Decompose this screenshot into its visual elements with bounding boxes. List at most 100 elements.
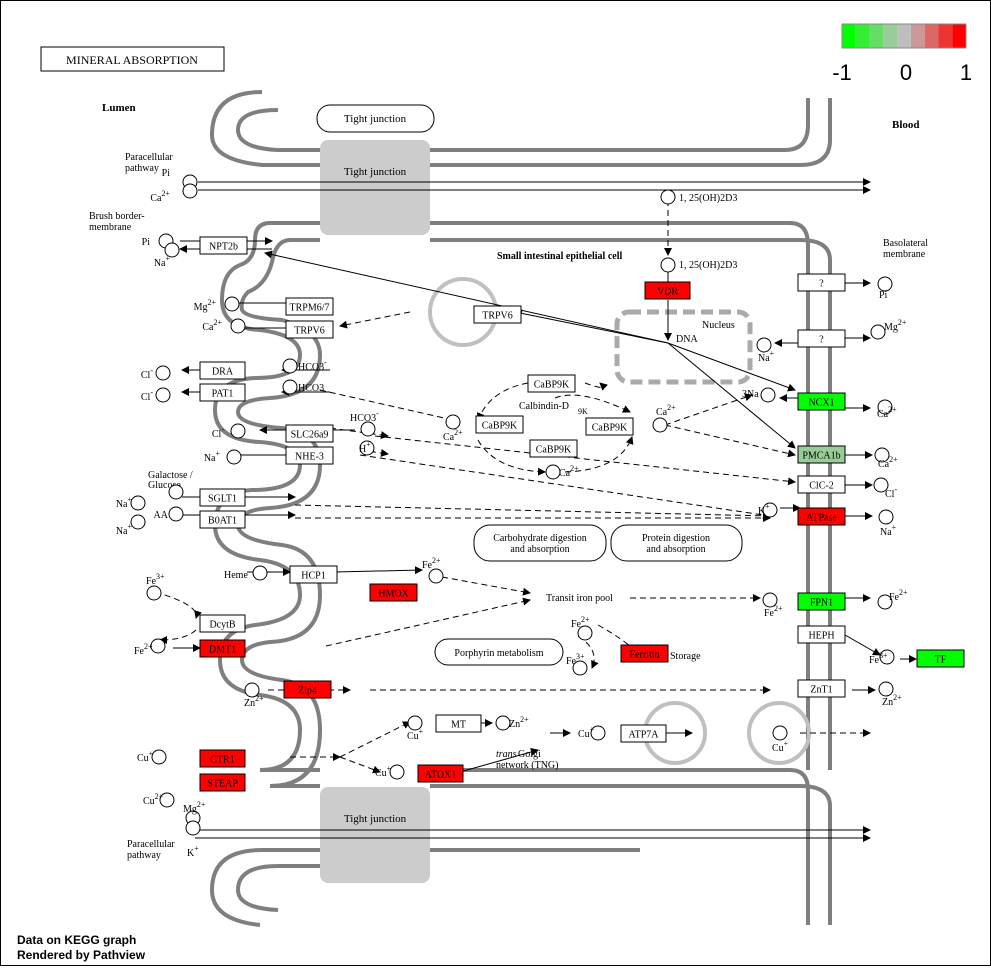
compound-circle[interactable] bbox=[660, 189, 676, 205]
compound-circle[interactable] bbox=[652, 417, 668, 433]
gene-node-dcytb[interactable] bbox=[199, 614, 246, 633]
compound-circle[interactable] bbox=[762, 592, 778, 608]
gene-node-q1[interactable] bbox=[797, 273, 846, 292]
gene-label-clc2: ClC-2 bbox=[809, 481, 833, 492]
compound-circle[interactable] bbox=[146, 585, 162, 601]
gene-node-atp7a[interactable] bbox=[620, 724, 667, 743]
gene-node-heph[interactable] bbox=[797, 625, 846, 644]
compound-circle[interactable] bbox=[545, 464, 561, 480]
gene-node-mt[interactable] bbox=[435, 714, 482, 733]
gene-node-hcp1[interactable] bbox=[289, 565, 338, 584]
compound-circle[interactable] bbox=[870, 324, 886, 340]
compound-circle[interactable] bbox=[495, 715, 511, 731]
gene-node-npt2b[interactable] bbox=[199, 236, 248, 255]
compound-circle[interactable] bbox=[252, 565, 268, 581]
compound-circle[interactable] bbox=[230, 318, 246, 334]
compound-circle[interactable] bbox=[772, 725, 788, 741]
tight-junction-top-block bbox=[320, 140, 430, 235]
compound-circle[interactable] bbox=[389, 764, 405, 780]
compound-circle[interactable] bbox=[182, 183, 198, 199]
vitd-label-1: 1, 25(OH)2D3 bbox=[679, 193, 737, 204]
gene-node-ferritin[interactable] bbox=[620, 644, 669, 663]
gene-node-atox1[interactable] bbox=[417, 764, 464, 783]
edge bbox=[667, 342, 796, 392]
gene-node-trpm67[interactable] bbox=[285, 297, 334, 316]
gene-node-tf[interactable] bbox=[916, 649, 965, 668]
compound-circle[interactable] bbox=[874, 447, 890, 463]
edge bbox=[339, 311, 411, 329]
compound-circle[interactable] bbox=[877, 594, 893, 610]
compound-circle[interactable] bbox=[572, 660, 588, 676]
compound-circle[interactable] bbox=[428, 568, 444, 584]
gene-node-dra[interactable] bbox=[199, 361, 246, 380]
gene-node-cabp9k2[interactable] bbox=[475, 415, 524, 434]
compound-label: HCO3 bbox=[298, 383, 324, 394]
compound-circle[interactable] bbox=[168, 506, 184, 522]
compound-circle[interactable] bbox=[155, 365, 171, 381]
compound-circle[interactable] bbox=[155, 387, 171, 403]
compound-circle[interactable] bbox=[590, 725, 606, 741]
compound-circle[interactable] bbox=[130, 514, 146, 530]
gene-node-zip4[interactable] bbox=[283, 680, 332, 699]
compound-circle[interactable] bbox=[878, 681, 894, 697]
gene-node-cabp9k4[interactable] bbox=[585, 417, 634, 436]
gene-node-clc2[interactable] bbox=[797, 475, 846, 494]
gene-node-pat1[interactable] bbox=[199, 383, 246, 402]
compound-circle[interactable] bbox=[151, 749, 167, 765]
gene-node-b0at1[interactable] bbox=[199, 510, 246, 529]
porphyrin-map-link[interactable] bbox=[434, 638, 564, 666]
gene-node-trpv6a[interactable] bbox=[285, 320, 334, 339]
dna-label: DNA bbox=[676, 334, 698, 345]
compound-circle[interactable] bbox=[360, 421, 376, 437]
gene-node-slc26a9[interactable] bbox=[285, 424, 334, 443]
compound-circle[interactable] bbox=[762, 502, 778, 518]
compound-circle[interactable] bbox=[168, 484, 184, 500]
gene-node-nhe3[interactable] bbox=[285, 446, 334, 465]
gene-node-pmca1b[interactable] bbox=[797, 445, 846, 464]
compound-circle[interactable] bbox=[130, 495, 146, 511]
gene-label-tf: TF bbox=[935, 655, 947, 666]
legend-swatch bbox=[842, 24, 856, 48]
compound-label: Na+ bbox=[204, 449, 221, 464]
compound-circle[interactable] bbox=[359, 440, 375, 456]
gene-node-fpn1[interactable] bbox=[797, 592, 846, 611]
gene-node-ncx1[interactable] bbox=[797, 392, 846, 411]
compound-circle[interactable] bbox=[877, 276, 893, 292]
compound-circle[interactable] bbox=[873, 477, 889, 493]
compound-circle[interactable] bbox=[407, 715, 423, 731]
compound-circle[interactable] bbox=[879, 649, 895, 665]
gene-node-znt1[interactable] bbox=[797, 679, 846, 698]
gene-node-vdr[interactable] bbox=[644, 281, 691, 300]
compound-circle[interactable] bbox=[150, 638, 166, 654]
compound-circle[interactable] bbox=[660, 257, 676, 273]
compound-circle[interactable] bbox=[224, 296, 240, 312]
protein-map-link[interactable] bbox=[610, 524, 743, 562]
gene-node-atpase[interactable] bbox=[797, 507, 846, 526]
compound-circle[interactable] bbox=[185, 820, 201, 836]
gene-node-cabp9k1[interactable] bbox=[527, 374, 576, 393]
gene-node-hmox[interactable] bbox=[369, 583, 418, 602]
compound-circle[interactable] bbox=[159, 792, 175, 808]
gene-node-cabp9k3[interactable] bbox=[529, 439, 578, 458]
compound-circle[interactable] bbox=[244, 682, 260, 698]
compound-circle[interactable] bbox=[230, 423, 246, 439]
compound-circle[interactable] bbox=[877, 399, 893, 415]
gene-node-trpv6b[interactable] bbox=[473, 305, 522, 324]
edge bbox=[664, 424, 796, 458]
compound-circle[interactable] bbox=[577, 625, 593, 641]
edge-curve bbox=[159, 629, 197, 644]
carbohydrate-map-link[interactable] bbox=[473, 524, 607, 562]
gene-node-q2[interactable] bbox=[797, 329, 846, 348]
compound-circle[interactable] bbox=[445, 414, 461, 430]
compound-circle[interactable] bbox=[878, 509, 894, 525]
gene-node-steap[interactable] bbox=[199, 773, 246, 792]
compound-circle[interactable] bbox=[760, 387, 776, 403]
gene-node-ctr1[interactable] bbox=[199, 749, 246, 768]
gene-node-dmt1[interactable] bbox=[199, 639, 246, 658]
compound-circle[interactable] bbox=[164, 242, 180, 258]
compound-circle[interactable] bbox=[282, 358, 298, 374]
compound-circle[interactable] bbox=[226, 449, 242, 465]
gene-node-sglt1[interactable] bbox=[199, 488, 246, 507]
compound-circle[interactable] bbox=[282, 379, 298, 395]
compound-circle[interactable] bbox=[756, 337, 772, 353]
